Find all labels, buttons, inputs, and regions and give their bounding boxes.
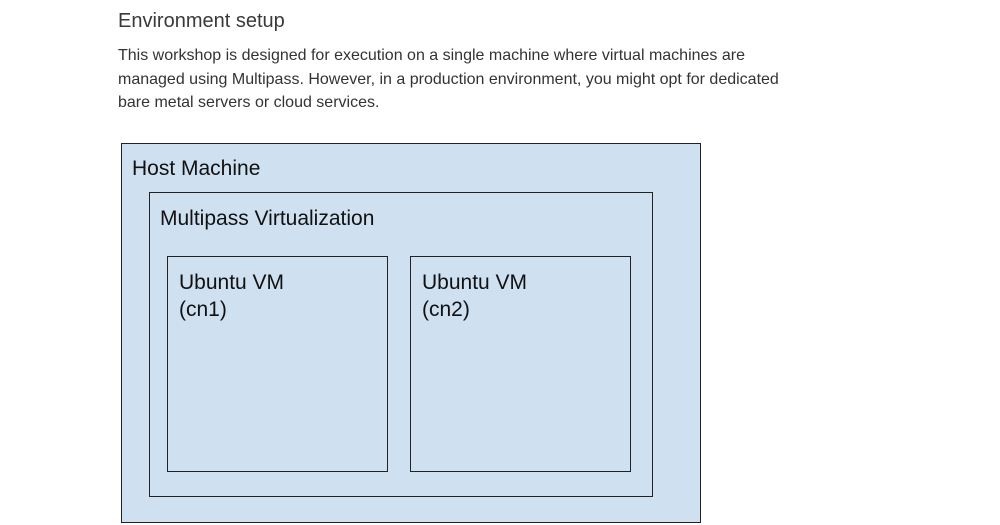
ubuntu-vm-cn2-box: Ubuntu VM (cn2) xyxy=(410,256,631,472)
intro-line: bare metal servers or cloud services. xyxy=(118,94,380,111)
intro-paragraph: This workshop is designed for execution … xyxy=(118,44,898,115)
intro-line: This workshop is designed for execution … xyxy=(118,47,745,64)
vm-name: Ubuntu VM xyxy=(422,271,528,294)
vm-id: (cn1) xyxy=(179,298,227,321)
multipass-virtualization-label: Multipass Virtualization xyxy=(160,207,375,230)
host-machine-box: Host Machine Multipass Virtualization Ub… xyxy=(121,143,701,523)
vm-name: Ubuntu VM xyxy=(179,271,285,294)
section-heading: Environment setup xyxy=(118,10,285,32)
vm-id: (cn2) xyxy=(422,298,470,321)
host-machine-label: Host Machine xyxy=(132,157,261,180)
intro-line: managed using Multipass. However, in a p… xyxy=(118,70,779,88)
ubuntu-vm-cn1-label: Ubuntu VM (cn1) xyxy=(179,269,284,323)
ubuntu-vm-cn2-label: Ubuntu VM (cn2) xyxy=(422,269,527,323)
multipass-virtualization-box: Multipass Virtualization Ubuntu VM (cn1)… xyxy=(149,192,653,497)
ubuntu-vm-cn1-box: Ubuntu VM (cn1) xyxy=(167,256,388,472)
